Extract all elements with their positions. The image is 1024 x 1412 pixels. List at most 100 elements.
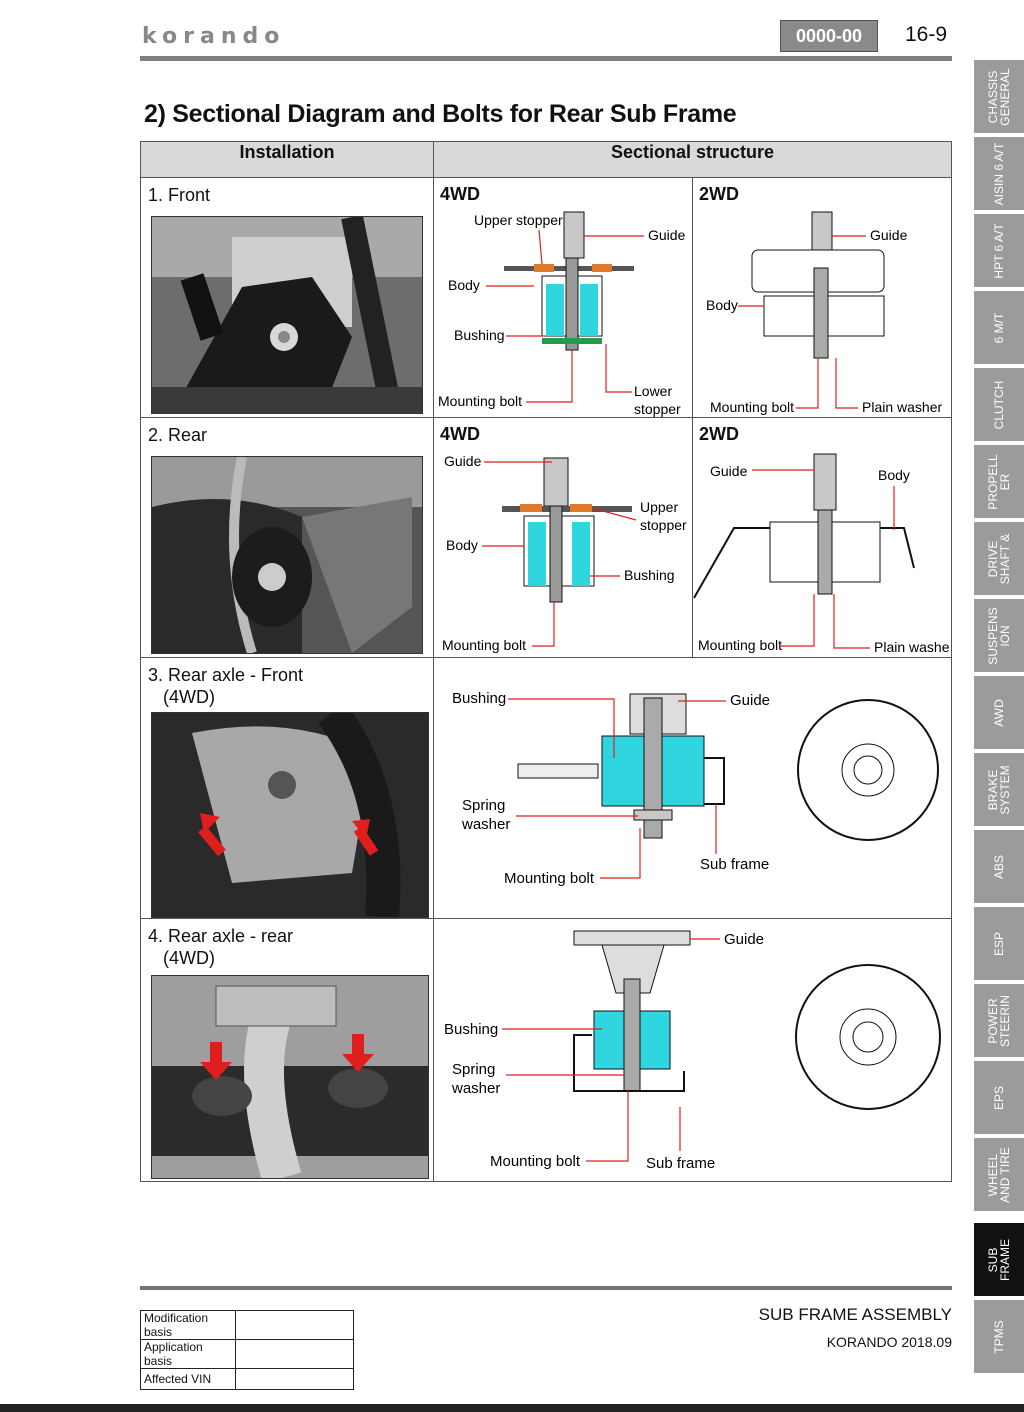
table-row: 1. Front 4WD 2WD	[140, 177, 952, 418]
tab-clutch[interactable]: CLUTCH	[974, 368, 1024, 444]
footer-rule	[140, 1286, 952, 1290]
svg-text:Body: Body	[446, 537, 478, 553]
diagram-front-sections: Upper stopper Guide Body Bushing Mountin…	[438, 211, 942, 417]
svg-text:Mounting bolt: Mounting bolt	[710, 399, 794, 415]
svg-text:Plain washer: Plain washer	[874, 639, 949, 655]
svg-text:stopper: stopper	[634, 401, 681, 417]
tab-sub-frame[interactable]: SUB FRAME	[974, 1223, 1024, 1299]
variant-4wd: 4WD	[440, 424, 480, 444]
svg-text:Sub frame: Sub frame	[700, 856, 769, 873]
svg-text:Guide: Guide	[648, 227, 686, 243]
table-row: 2. Rear 4WD 2WD	[140, 417, 952, 658]
variant-2wd: 2WD	[699, 184, 739, 204]
photo-axle-rear	[151, 975, 429, 1179]
tab-drive-shaft[interactable]: DRIVE SHAFT &	[974, 522, 1024, 598]
variant-4wd: 4WD	[440, 184, 480, 204]
tab-abs[interactable]: ABS	[974, 830, 1024, 906]
installation-cell-front: 1. Front	[140, 177, 434, 418]
diagram-rear-2wd	[693, 453, 915, 599]
bottom-bar	[0, 1404, 1024, 1412]
svg-text:Body: Body	[878, 467, 910, 483]
tab-chassis-general[interactable]: CHASSIS GENERAL	[974, 60, 1024, 136]
svg-text:Upper: Upper	[640, 499, 678, 515]
diagram-front-2wd	[751, 211, 885, 359]
tab-6mt[interactable]: 6 M/T	[974, 291, 1024, 367]
tab-brake-system[interactable]: BRAKE SYSTEM	[974, 753, 1024, 829]
svg-text:Bushing: Bushing	[454, 327, 505, 343]
svg-text:Mounting bolt: Mounting bolt	[438, 393, 522, 409]
svg-text:Spring: Spring	[452, 1061, 495, 1078]
svg-text:Guide: Guide	[710, 463, 748, 479]
svg-text:Mounting bolt: Mounting bolt	[698, 637, 782, 653]
installation-cell-axle-rear: 4. Rear axle - rear (4WD)	[140, 918, 434, 1182]
col-installation: Installation	[140, 141, 434, 178]
tab-aisin-6at[interactable]: AISIN 6 A/T	[974, 137, 1024, 213]
table-row: 4. Rear axle - rear (4WD)	[140, 918, 952, 1182]
diagram-rear-4wd	[502, 457, 632, 603]
svg-text:Guide: Guide	[724, 931, 764, 948]
structure-cell-axle-front: Bushing Guide Spring washer Sub frame Mo…	[433, 657, 952, 919]
svg-text:stopper: stopper	[640, 517, 687, 533]
tab-propeller[interactable]: PROPELL ER	[974, 445, 1024, 521]
diagram-rear-sections: Guide Upper stopper Body Bushing Mountin…	[442, 453, 949, 655]
svg-text:Bushing: Bushing	[444, 1021, 498, 1038]
tab-eps[interactable]: EPS	[974, 1061, 1024, 1137]
svg-text:Sub frame: Sub frame	[646, 1155, 715, 1172]
tab-esp[interactable]: ESP	[974, 907, 1024, 983]
svg-text:Mounting bolt: Mounting bolt	[442, 637, 526, 653]
diagram-front-4wd	[504, 211, 634, 351]
svg-text:Mounting bolt: Mounting bolt	[490, 1153, 581, 1170]
meta-key: Affected VIN	[140, 1368, 236, 1390]
tab-power-steering[interactable]: POWER STEERIN	[974, 984, 1024, 1060]
svg-text:Body: Body	[448, 277, 480, 293]
col-sectional-structure: Sectional structure	[433, 141, 952, 178]
row-label: 1. Front	[148, 185, 211, 205]
brand-logo: korando	[142, 24, 286, 49]
diagram-axle-front: Bushing Guide Spring washer Sub frame Mo…	[452, 690, 939, 887]
svg-text:washer: washer	[461, 816, 510, 833]
tab-awd[interactable]: AWD	[974, 676, 1024, 752]
svg-text:Lower: Lower	[634, 383, 672, 399]
tab-tpms[interactable]: TPMS	[974, 1300, 1024, 1376]
section-code-badge: 0000-00	[780, 20, 878, 52]
tab-wheel-and-tire[interactable]: WHEEL AND TIRE	[974, 1138, 1024, 1214]
page-number: 16-9	[905, 23, 948, 46]
photo-front-mount	[151, 216, 423, 414]
variant-2wd: 2WD	[699, 424, 739, 444]
chapter-tabs: CHASSIS GENERAL AISIN 6 A/T HPT 6 A/T 6 …	[974, 60, 1024, 1376]
svg-text:Upper stopper: Upper stopper	[474, 212, 563, 228]
svg-text:Bushing: Bushing	[452, 690, 506, 707]
structure-cell-front: 4WD 2WD Upper stopper Guide Body	[433, 177, 952, 418]
meta-value	[235, 1339, 354, 1369]
header-rule	[140, 56, 952, 61]
svg-text:Mounting bolt: Mounting bolt	[504, 870, 595, 887]
revision-table: Modification basis Application basis Aff…	[140, 1310, 354, 1390]
tab-hpt-6at[interactable]: HPT 6 A/T	[974, 214, 1024, 290]
page-title: 2) Sectional Diagram and Bolts for Rear …	[144, 100, 737, 128]
bushing-face-view	[795, 964, 941, 1110]
svg-text:Guide: Guide	[730, 692, 770, 709]
structure-cell-axle-rear: Guide Bushing Spring washer Mounting bol…	[433, 918, 952, 1182]
table-row: 3. Rear axle - Front (4WD)	[140, 657, 952, 919]
row-label: 4. Rear axle - rear (4WD)	[148, 926, 294, 968]
svg-text:Guide: Guide	[870, 227, 908, 243]
svg-text:Body: Body	[706, 297, 738, 313]
meta-key: Modification basis	[140, 1310, 236, 1340]
sub-frame-table: Installation Sectional structure 1. Fron…	[140, 141, 952, 1182]
structure-cell-rear: 4WD 2WD Guide Upper stopper Body Bushing	[433, 417, 952, 658]
row-label: 3. Rear axle - Front (4WD)	[148, 665, 304, 707]
diagram-axle-rear: Guide Bushing Spring washer Mounting bol…	[444, 930, 941, 1172]
installation-cell-axle-front: 3. Rear axle - Front (4WD)	[140, 657, 434, 919]
svg-text:Guide: Guide	[444, 453, 482, 469]
installation-cell-rear: 2. Rear	[140, 417, 434, 658]
svg-text:Plain washer: Plain washer	[862, 399, 942, 415]
meta-value	[235, 1368, 354, 1390]
meta-key: Application basis	[140, 1339, 236, 1369]
photo-axle-front	[151, 712, 429, 918]
footer-section: SUB FRAME ASSEMBLY	[758, 1305, 952, 1324]
meta-value	[235, 1310, 354, 1340]
row-label: 2. Rear	[148, 425, 208, 445]
tab-suspension[interactable]: SUSPENS ION	[974, 599, 1024, 675]
svg-text:Spring: Spring	[462, 797, 505, 814]
bushing-face-view	[797, 699, 939, 841]
